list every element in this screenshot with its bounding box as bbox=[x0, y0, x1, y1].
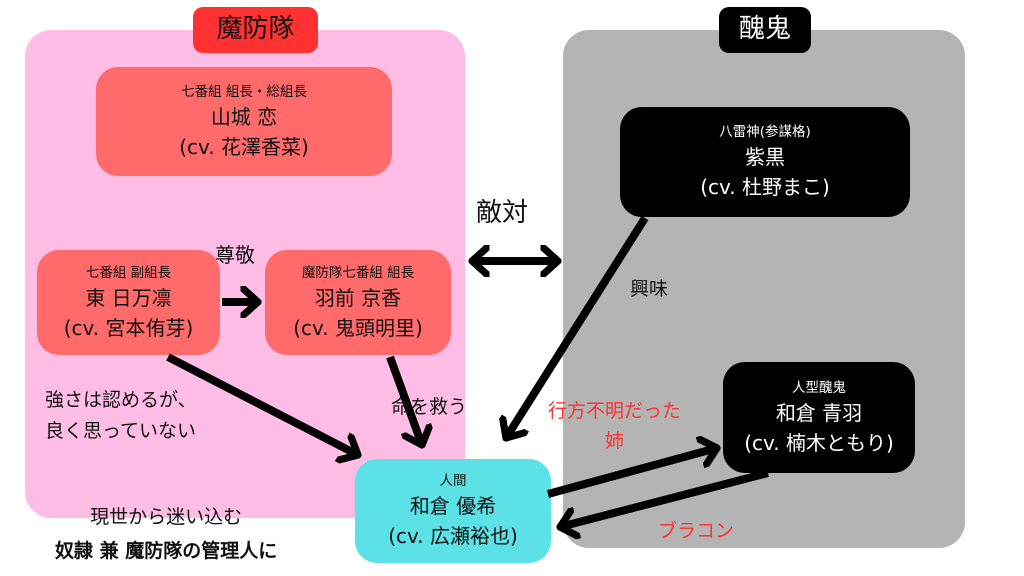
character-cv: (cv. 杜野まこ) bbox=[700, 175, 830, 199]
character-role: 人間 bbox=[439, 473, 467, 489]
character-card-yuki: 人間 和倉 優希 (cv. 広瀬裕也) bbox=[355, 459, 551, 563]
relation-label-line: 良く思っていない bbox=[45, 420, 197, 442]
character-name: 羽前 京香 bbox=[314, 285, 402, 310]
relation-label-genze: 現世から迷い込む 奴隷 兼 魔防隊の管理人に bbox=[55, 500, 277, 568]
character-card-aoba: 人型醜鬼 和倉 青羽 (cv. 楠木ともり) bbox=[723, 362, 915, 473]
relation-label-line: 強さは認めるが、 bbox=[45, 389, 197, 411]
relation-label-line: 姉 bbox=[605, 430, 625, 452]
character-name: 和倉 青羽 bbox=[775, 400, 863, 425]
character-card-azuma: 七番組 副組長 東 日万凛 (cv. 宮本侑芽) bbox=[37, 250, 220, 355]
character-cv: (cv. 広瀬裕也) bbox=[388, 524, 518, 548]
relation-label-bracon: ブラコン bbox=[658, 520, 735, 542]
mabou-group-title: 魔防隊 bbox=[193, 7, 318, 53]
character-cv: (cv. 花澤香菜) bbox=[179, 134, 309, 159]
character-name: 和倉 優希 bbox=[409, 494, 497, 518]
character-role: 八雷神(参謀格) bbox=[719, 124, 811, 140]
character-card-hamae: 魔防隊七番組 組長 羽前 京香 (cv. 鬼頭明里) bbox=[265, 250, 451, 355]
relation-label-kyoumi: 興味 bbox=[630, 278, 669, 300]
character-cv: (cv. 鬼頭明里) bbox=[293, 315, 423, 340]
relation-label-ane: 行方不明だった 姉 bbox=[548, 396, 681, 456]
character-role: 人型醜鬼 bbox=[792, 379, 846, 396]
character-role: 七番組 副組長 bbox=[85, 264, 172, 281]
relation-label-tsuyosa: 強さは認めるが、 良く思っていない bbox=[45, 385, 197, 447]
relation-label-sonkei: 尊敬 bbox=[215, 243, 255, 267]
character-name: 紫黒 bbox=[745, 145, 785, 169]
relation-label-line: 行方不明だった bbox=[548, 400, 682, 422]
relation-label-inochi: 命を救う bbox=[391, 396, 468, 418]
character-card-yamashiro: 七番組 組長・総組長 山城 恋 (cv. 花澤香菜) bbox=[96, 67, 392, 176]
relation-label-line: 現世から迷い込む bbox=[90, 506, 243, 528]
character-cv: (cv. 宮本侑芽) bbox=[63, 315, 194, 340]
character-cv: (cv. 楠木ともり) bbox=[744, 430, 894, 455]
shuki-group-title: 醜鬼 bbox=[719, 7, 811, 53]
character-card-shikoku: 八雷神(参謀格) 紫黒 (cv. 杜野まこ) bbox=[620, 107, 910, 217]
character-name: 山城 恋 bbox=[210, 104, 278, 129]
relation-label-tekitai: 敵対 bbox=[476, 198, 529, 228]
character-role: 魔防隊七番組 組長 bbox=[301, 264, 415, 281]
relation-label-line: 奴隷 兼 魔防隊の管理人に bbox=[55, 540, 278, 562]
character-role: 七番組 組長・総組長 bbox=[181, 83, 307, 100]
character-name: 東 日万凛 bbox=[85, 285, 172, 310]
